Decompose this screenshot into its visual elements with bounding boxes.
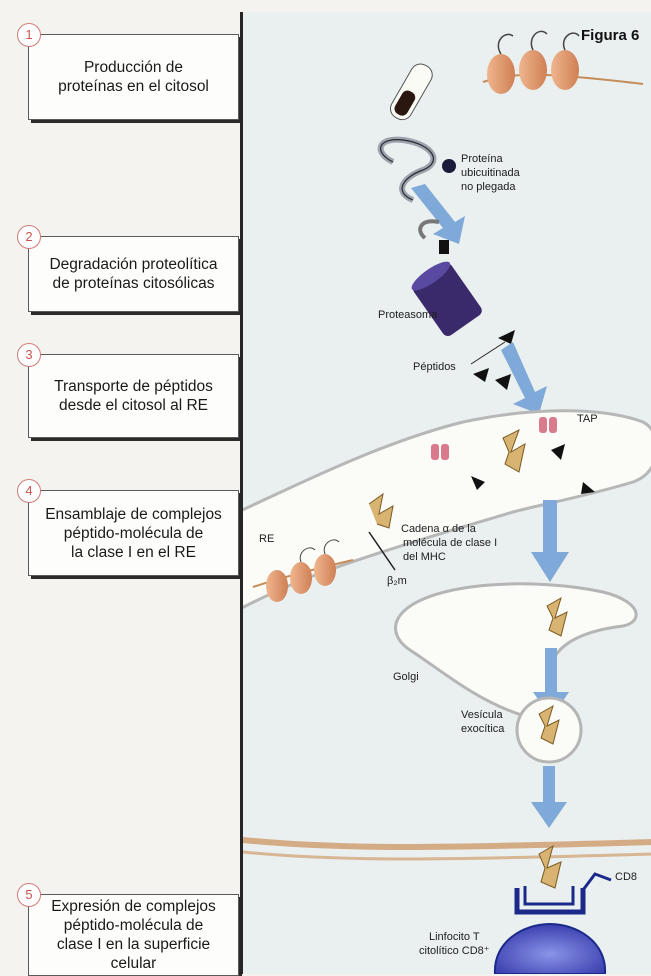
label-vesicle-1: Vesícula (461, 709, 503, 721)
er-membrane (243, 409, 651, 610)
er-ribosomes-icon (252, 539, 354, 602)
proteasome-icon (411, 219, 482, 337)
step-3-number: 3 (17, 343, 41, 367)
step-2-box: 2 Degradación proteolítica de proteínas … (17, 225, 239, 312)
label-lymphocyte-1: Linfocito T (429, 931, 480, 943)
figure-title: Figura 6 (581, 27, 639, 44)
label-protein-3: no plegada (461, 181, 516, 193)
step-3-box: 3 Transporte de péptidos desde el citoso… (17, 343, 239, 438)
vesicle-mhc-icon (538, 704, 560, 745)
mhc-alpha-chain-icon (368, 492, 396, 571)
label-protein-2: ubicuitinada (461, 167, 521, 179)
step-4-number: 4 (17, 479, 41, 503)
test-tube-icon (390, 63, 433, 121)
golgi-mhc-icon (546, 596, 568, 637)
label-alpha-chain-2: molécula de clase I (403, 537, 497, 549)
label-vesicle-2: exocítica (461, 723, 505, 735)
plasma-membrane (243, 837, 651, 850)
label-lymphocyte-2: citolítico CD8⁺ (419, 945, 490, 957)
unfolded-protein-icon (377, 136, 456, 203)
label-alpha-chain-3: del MHC (403, 551, 446, 563)
step-3-text: Transporte de péptidos desde el citosol … (54, 378, 213, 414)
peptides-icon (470, 330, 515, 390)
label-er: RE (259, 533, 274, 545)
step-1-text: Producción de proteínas en el citosol (58, 59, 209, 95)
step-4-box: 4 Ensamblaje de complejos péptido-molécu… (17, 479, 239, 576)
step-2-text: Degradación proteolítica de proteínas ci… (49, 256, 218, 292)
label-alpha-chain-1: Cadena α de la (401, 523, 477, 535)
label-golgi: Golgi (393, 671, 419, 683)
step-1-box: 1 Producción de proteínas en el citosol (17, 23, 239, 120)
step-5-text: Expresión de complejos péptido-molécula … (51, 898, 216, 972)
label-protein-1: Proteína (461, 153, 503, 165)
flow-arrow-1 (411, 184, 465, 244)
er-peptide-icon (551, 444, 565, 460)
er-peptide-icon (471, 476, 485, 490)
flow-arrow-3 (531, 500, 569, 582)
label-proteasome: Proteasoma (378, 309, 438, 321)
cd8-t-cell (493, 922, 607, 974)
mhc-class-i-pathway-figure: Figura 6 Proteína ubicuitinada no plegad… (240, 12, 651, 974)
flow-arrow-2 (501, 342, 547, 414)
tap-transporter-icon (431, 417, 557, 460)
ribosome-icon (482, 30, 644, 94)
step-5-number: 5 (17, 883, 41, 907)
label-peptides: Péptidos (413, 361, 456, 373)
step-4-text: Ensamblaje de complejos péptido-molécula… (45, 505, 222, 561)
label-cd8: CD8 (615, 871, 637, 883)
er-peptide-icon (581, 482, 595, 494)
flow-arrow-5 (531, 766, 567, 828)
golgi-membrane (394, 582, 638, 718)
step-5-box: 5 Expresión de complejos péptido-molécul… (17, 883, 239, 976)
step-2-number: 2 (17, 225, 41, 249)
step-1-number: 1 (17, 23, 41, 47)
cd8-coreceptor-icon (514, 872, 612, 915)
surface-mhc-icon (538, 844, 562, 889)
mhc-class-i-icon (502, 428, 526, 473)
label-tap: TAP (577, 413, 598, 425)
label-b2m: β₂m (387, 575, 407, 587)
